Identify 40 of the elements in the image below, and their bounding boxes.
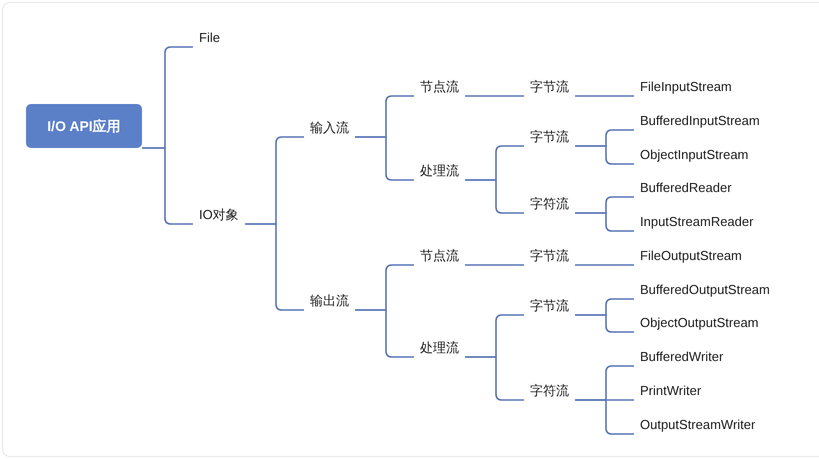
connector-line bbox=[575, 95, 634, 97]
topic-label: 输出流 bbox=[304, 292, 355, 310]
connector-line bbox=[465, 356, 524, 401]
topic-label: 字节流 bbox=[524, 247, 575, 265]
connector-line bbox=[575, 145, 634, 165]
topic-label: 字节流 bbox=[524, 297, 575, 315]
topic-label: BufferedInputStream bbox=[634, 112, 766, 130]
connector-line bbox=[245, 223, 304, 311]
topic-label: IO对象 bbox=[193, 206, 245, 224]
topic-label: 字节流 bbox=[524, 128, 575, 146]
topic-label: PrintWriter bbox=[634, 382, 708, 400]
topic-label: 输入流 bbox=[304, 119, 355, 137]
topic-label: 字节流 bbox=[524, 78, 575, 96]
connector-line bbox=[575, 212, 634, 232]
connector-line bbox=[465, 95, 524, 97]
topic-label: 字符流 bbox=[524, 382, 575, 400]
topic-label: 处理流 bbox=[414, 339, 465, 357]
topic-label: ObjectOutputStream bbox=[634, 314, 764, 332]
topic-label: File bbox=[193, 29, 226, 47]
topic-label: FileInputStream bbox=[634, 78, 738, 96]
topic-label: OutputStreamWriter bbox=[634, 416, 762, 434]
topic-label: FileOutputStream bbox=[634, 247, 748, 265]
root-topic-box: I/O API应用 bbox=[26, 104, 142, 148]
connector-line bbox=[465, 179, 524, 214]
connector-line bbox=[355, 136, 414, 181]
topic-label: BufferedOutputStream bbox=[634, 281, 776, 299]
topic-label: 字符流 bbox=[524, 195, 575, 213]
connector-line bbox=[575, 264, 634, 266]
topic-label: BufferedReader bbox=[634, 179, 738, 197]
topic-label: BufferedWriter bbox=[634, 348, 730, 366]
topic-label: 节点流 bbox=[414, 247, 465, 265]
topic-label: InputStreamReader bbox=[634, 213, 760, 231]
connector-line bbox=[465, 264, 524, 266]
connector-line bbox=[575, 314, 634, 333]
topic-label: ObjectInputStream bbox=[634, 146, 754, 164]
topic-label: 处理流 bbox=[414, 162, 465, 180]
connector-line bbox=[142, 147, 193, 225]
connector-line bbox=[355, 309, 414, 358]
topic-label: 节点流 bbox=[414, 78, 465, 96]
connector-line bbox=[575, 399, 634, 435]
